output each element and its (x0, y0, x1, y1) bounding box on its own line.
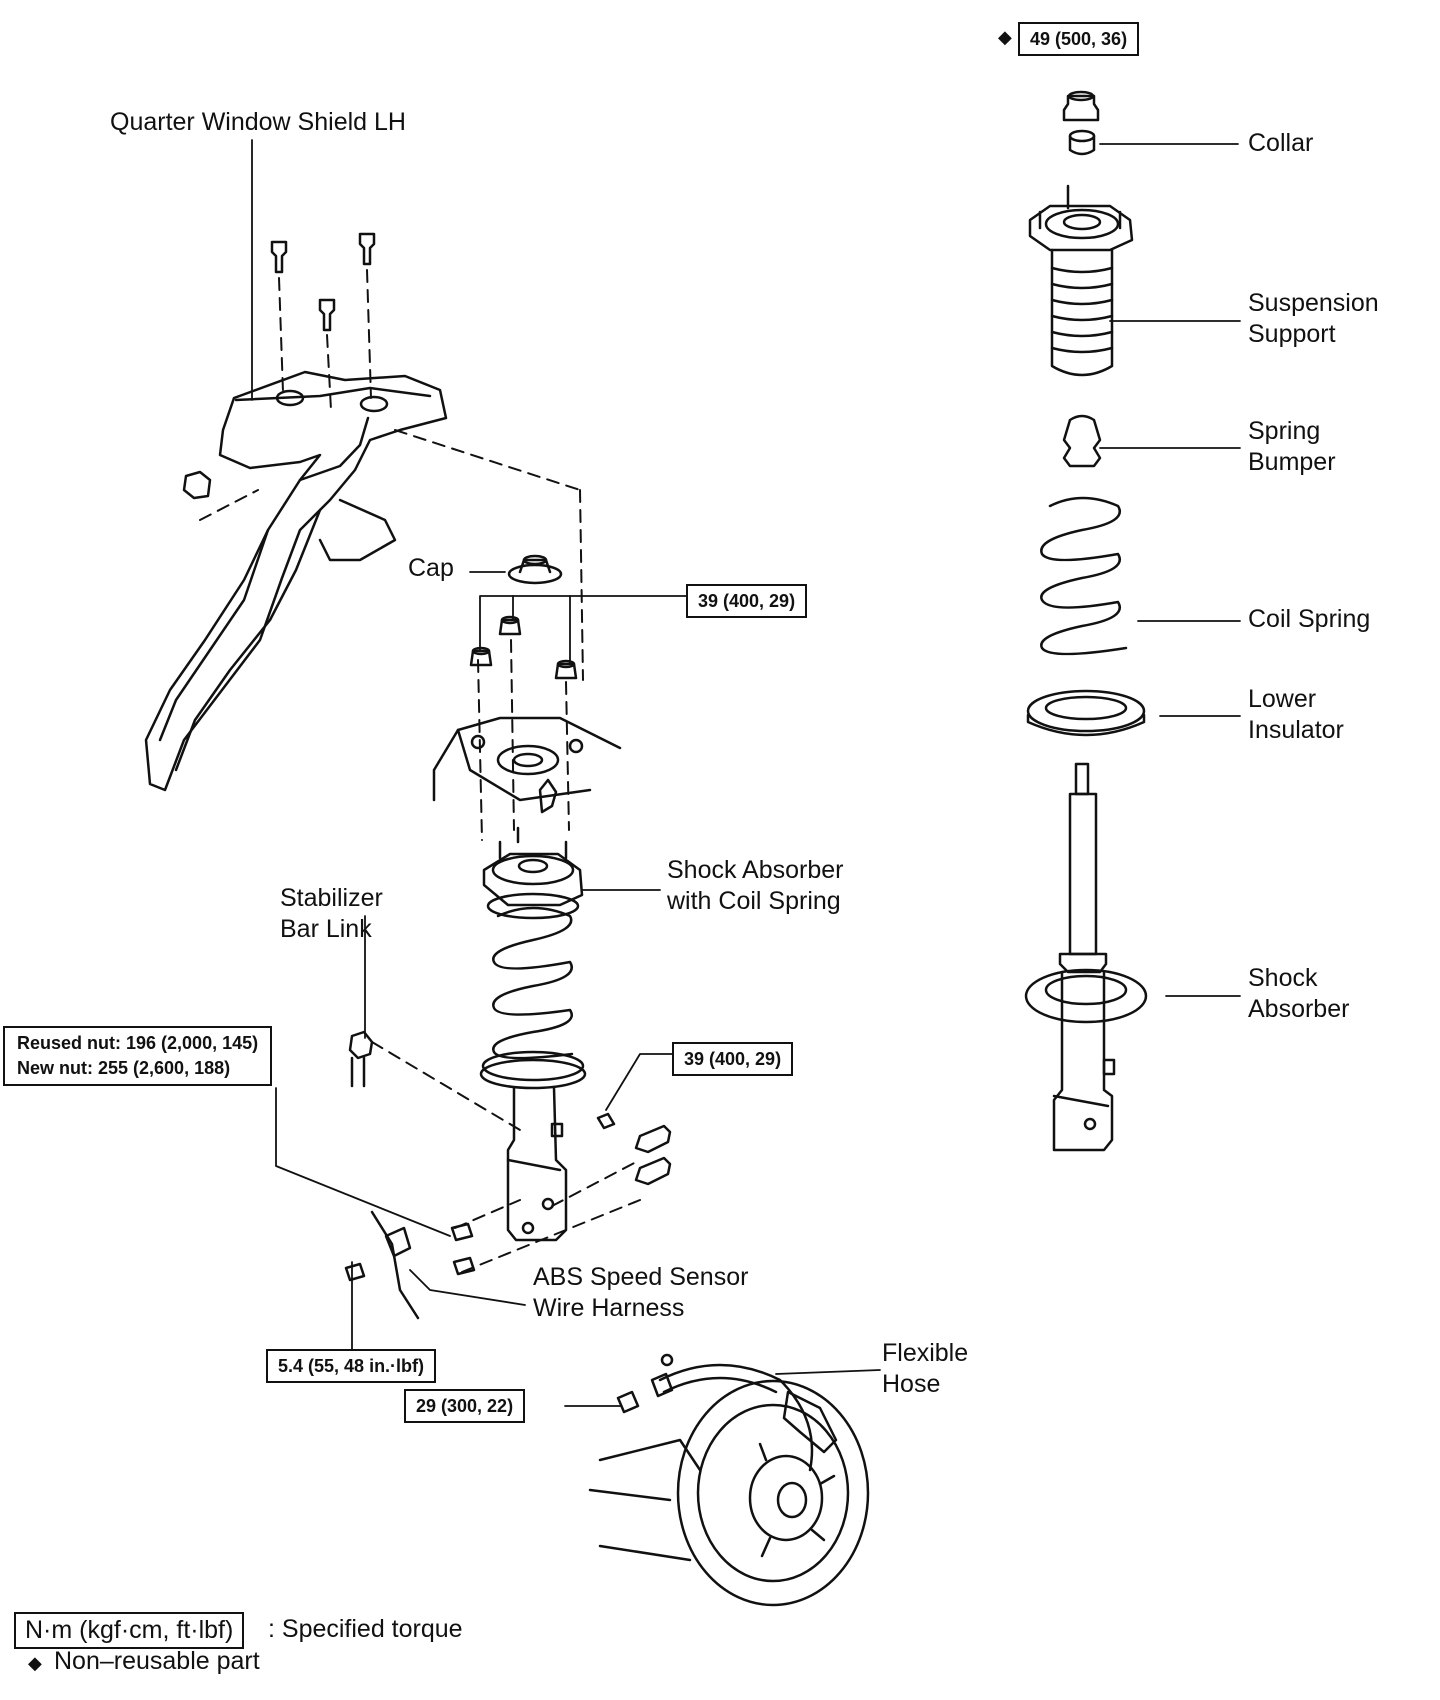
torque-flex-hose-bolt: 29 (300, 22) (404, 1389, 526, 1423)
collar-part (1068, 129, 1096, 156)
leader-lines (251, 139, 1241, 1407)
label-suspension-support-1: Suspension (1248, 289, 1379, 317)
spring-bumper-part (1062, 414, 1102, 468)
cap-part (507, 554, 563, 585)
shock-absorber-part (1024, 762, 1148, 1152)
label-flexible-hose-2: Hose (882, 1370, 941, 1398)
label-collar: Collar (1248, 129, 1314, 157)
label-lower-insulator-1: Lower (1248, 685, 1317, 713)
label-abs-wire-harness-1: ABS Speed Sensor (533, 1263, 749, 1291)
upper-mount-nuts (469, 615, 578, 680)
torque-upper-mount-nuts: 39 (400, 29) (686, 584, 808, 618)
legend-torque-unit: N·m (kgf·cm, ft·lbf) (14, 1612, 245, 1649)
abs-harness-part (344, 1210, 420, 1320)
legend-non-reusable-icon: ◆ (28, 1653, 42, 1674)
label-spring-bumper-1: Spring (1248, 417, 1321, 445)
torque-knuckle-nut: Reused nut: 196 (2,000, 145) New nut: 25… (3, 1026, 273, 1086)
label-shock-absorber-coil-spring-2: with Coil Spring (667, 887, 841, 915)
label-stabilizer-bar-link-2: Bar Link (280, 915, 372, 943)
label-coil-spring: Coil Spring (1248, 605, 1371, 633)
body-panel (432, 716, 622, 814)
legend-torque-desc: : Specified torque (268, 1615, 463, 1643)
shield-bolts (270, 232, 376, 332)
suspension-support-part (1028, 184, 1134, 377)
stabilizer-link-part (348, 1030, 374, 1088)
non-reusable-icon: ◆ (998, 27, 1012, 48)
strut-assembly-part (479, 826, 587, 1242)
top-nut-part (1062, 90, 1100, 122)
torque-stabilizer-nut: 39 (400, 29) (672, 1042, 794, 1076)
label-spring-bumper-2: Bumper (1248, 448, 1336, 476)
label-flexible-hose-1: Flexible (882, 1339, 969, 1367)
guide-lines (199, 269, 641, 1273)
label-shock-absorber-coil-spring-1: Shock Absorber (667, 856, 844, 884)
label-quarter-window-shield: Quarter Window Shield LH (110, 108, 406, 136)
lower-insulator-part (1026, 689, 1146, 737)
torque-top-nut: 49 (500, 36) (1018, 22, 1140, 56)
torque-knuckle-new: New nut: 255 (2,600, 188) (17, 1058, 231, 1078)
torque-abs-bolt: 5.4 (55, 48 in.·lbf) (266, 1349, 437, 1383)
knuckle-bolts (450, 1112, 672, 1276)
label-shock-absorber-1: Shock (1248, 964, 1318, 992)
label-suspension-support-2: Support (1248, 320, 1336, 348)
label-lower-insulator-2: Insulator (1248, 716, 1344, 744)
brake-disc-part (588, 1353, 870, 1607)
legend-non-reusable: Non–reusable part (54, 1647, 260, 1675)
quarter-window-shield-part (144, 370, 448, 792)
label-abs-wire-harness-2: Wire Harness (533, 1294, 685, 1322)
label-stabilizer-bar-link-1: Stabilizer (280, 884, 383, 912)
label-cap: Cap (408, 554, 454, 582)
label-shock-absorber-2: Absorber (1248, 995, 1350, 1023)
coil-spring-part (1040, 496, 1128, 656)
torque-knuckle-reused: Reused nut: 196 (2,000, 145) (17, 1033, 259, 1053)
